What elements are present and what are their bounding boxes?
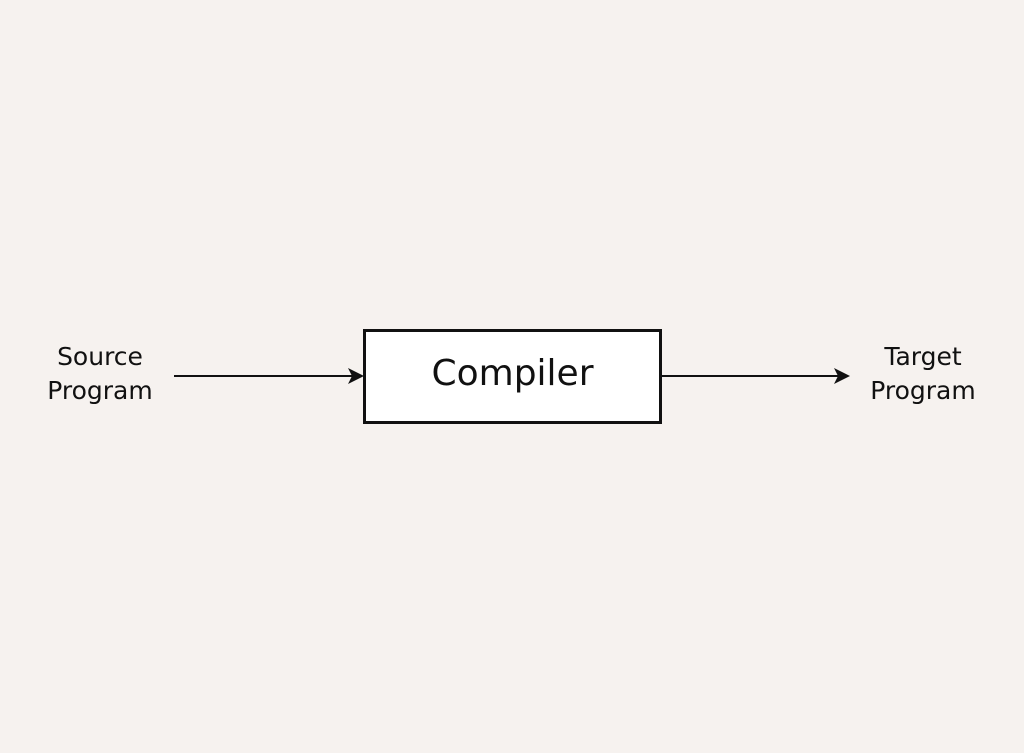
- compiler-label: Compiler: [431, 352, 594, 394]
- target-label-line2: Program: [870, 376, 976, 405]
- source-label-line2: Program: [47, 376, 153, 405]
- target-label-line1: Target: [884, 342, 962, 371]
- output-arrow: [662, 368, 850, 384]
- source-program-label: Source Program: [20, 340, 180, 408]
- input-arrow: [174, 368, 364, 384]
- source-label-line1: Source: [57, 342, 143, 371]
- target-program-label: Target Program: [843, 340, 1003, 408]
- compiler-box: Compiler: [363, 329, 662, 424]
